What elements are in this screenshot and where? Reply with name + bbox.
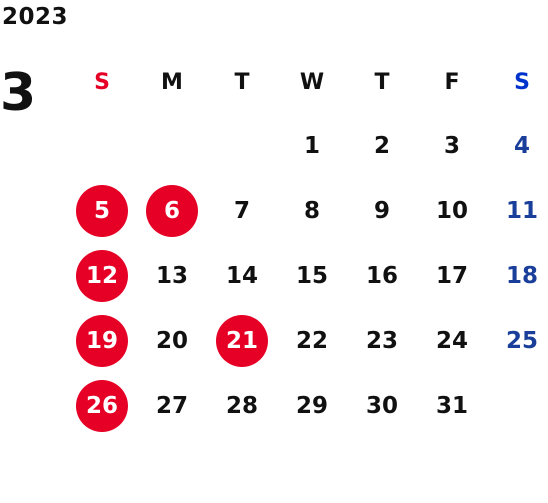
day-number: 30 [365, 392, 398, 419]
empty-day-cell [207, 113, 277, 178]
day-number: 1 [303, 132, 320, 159]
day-cell: 31 [417, 373, 487, 438]
day-cell: 23 [347, 308, 417, 373]
holiday-day-number: 12 [76, 249, 128, 302]
weekday-header-wednesday: W [299, 69, 325, 95]
day-number: 20 [155, 327, 188, 354]
day-cell: 13 [137, 243, 207, 308]
day-cell: 15 [277, 243, 347, 308]
day-number: 15 [295, 262, 328, 289]
empty-day-cell [67, 113, 137, 178]
day-number: 17 [435, 262, 468, 289]
day-number: 23 [365, 327, 398, 354]
day-number: 14 [225, 262, 258, 289]
day-number: 11 [505, 197, 538, 224]
day-cell: 10 [417, 178, 487, 243]
day-number: 31 [435, 392, 468, 419]
day-cell: 28 [207, 373, 277, 438]
day-cell: 4 [487, 113, 548, 178]
day-cell: 18 [487, 243, 548, 308]
day-number: 29 [295, 392, 328, 419]
day-cell: 27 [137, 373, 207, 438]
day-cell: 20 [137, 308, 207, 373]
day-cell: 25 [487, 308, 548, 373]
day-cell: 29 [277, 373, 347, 438]
day-cell: 21 [207, 308, 277, 373]
day-cell: 9 [347, 178, 417, 243]
day-number: 3 [443, 132, 460, 159]
day-cell: 12 [67, 243, 137, 308]
day-cell: 16 [347, 243, 417, 308]
empty-day-cell [487, 373, 548, 438]
day-number: 27 [155, 392, 188, 419]
holiday-day-number: 19 [76, 314, 128, 367]
weekday-header-sunday: S [94, 69, 110, 95]
day-cell: 24 [417, 308, 487, 373]
day-number: 25 [505, 327, 538, 354]
empty-day-cell [137, 113, 207, 178]
holiday-day-number: 26 [76, 379, 128, 432]
day-number: 16 [365, 262, 398, 289]
day-cell: 11 [487, 178, 548, 243]
weekday-header-monday: M [161, 69, 183, 95]
weekday-header-saturday: S [514, 69, 530, 95]
day-number: 28 [225, 392, 258, 419]
day-number: 10 [435, 197, 468, 224]
day-number: 22 [295, 327, 328, 354]
day-cell: 26 [67, 373, 137, 438]
holiday-day-number: 6 [146, 184, 198, 237]
day-cell: 2 [347, 113, 417, 178]
day-cell: 5 [67, 178, 137, 243]
day-number: 13 [155, 262, 188, 289]
day-number: 24 [435, 327, 468, 354]
day-cell: 6 [137, 178, 207, 243]
day-cell: 30 [347, 373, 417, 438]
day-cell: 22 [277, 308, 347, 373]
day-cell: 17 [417, 243, 487, 308]
holiday-day-number: 21 [216, 314, 268, 367]
weekday-header-thursday: T [374, 69, 390, 95]
day-cell: 7 [207, 178, 277, 243]
year-label: 2023 [2, 4, 69, 30]
day-number: 8 [303, 197, 320, 224]
day-number: 4 [513, 132, 530, 159]
day-number: 9 [373, 197, 390, 224]
day-cell: 8 [277, 178, 347, 243]
month-number: 3 [0, 63, 37, 123]
day-cell: 1 [277, 113, 347, 178]
day-cell: 3 [417, 113, 487, 178]
day-cell: 19 [67, 308, 137, 373]
day-number: 18 [505, 262, 538, 289]
weekday-header-friday: F [444, 69, 460, 95]
weekday-header-tuesday: T [234, 69, 250, 95]
holiday-day-number: 5 [76, 184, 128, 237]
day-number: 7 [233, 197, 250, 224]
day-cell: 14 [207, 243, 277, 308]
day-number: 2 [373, 132, 390, 159]
